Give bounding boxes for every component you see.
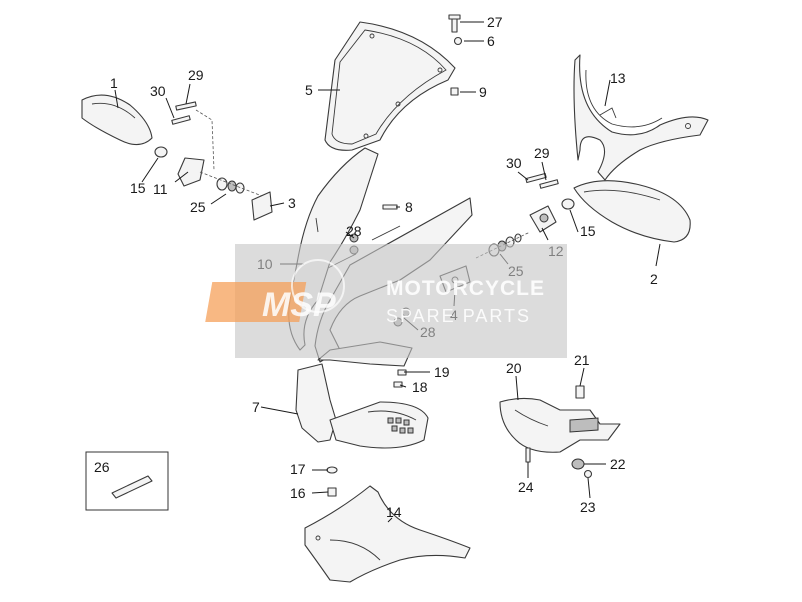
part-bushing-set-25-left: [195, 109, 263, 197]
part-inner-bracket: [295, 363, 429, 449]
part-right-mirror: [573, 180, 691, 243]
part-nut-23: [583, 469, 593, 479]
callout-11: 11: [153, 181, 168, 197]
callout-15-left: 15: [130, 180, 146, 196]
watermark-subtitle: SPARE PARTS: [386, 306, 531, 326]
callout-3: 3: [288, 195, 296, 211]
callout-22: 22: [610, 456, 626, 472]
callout-19: 19: [434, 364, 450, 380]
part-side-support: [499, 397, 621, 453]
part-washer-6: [453, 36, 463, 46]
part-lower-panel: [304, 485, 471, 583]
callout-15-right: 15: [580, 223, 596, 239]
part-front-bracket: [573, 54, 709, 181]
callout-17: 17: [290, 461, 306, 477]
callout-8: 8: [405, 199, 413, 215]
callout-24: 24: [518, 479, 534, 495]
part-clip-21: [575, 385, 585, 399]
part-windscreen: [324, 21, 456, 151]
callout-13: 13: [610, 70, 626, 86]
callout-1: 1: [110, 75, 118, 91]
callout-18: 18: [412, 379, 428, 395]
part-mirror-cap-15b: [561, 198, 575, 210]
part-mirror-bracket-12: [529, 205, 557, 233]
part-screws-29-30-right: [525, 172, 559, 189]
callout-14: 14: [386, 504, 402, 520]
callout-30-left: 30: [150, 83, 166, 99]
callout-29-right: 29: [534, 145, 550, 161]
callout-16: 16: [290, 485, 306, 501]
part-screws-29-30-left: [171, 101, 197, 125]
part-screw-18-19: [393, 369, 407, 388]
part-mirror-cap-15a: [154, 146, 168, 158]
callout-9: 9: [479, 84, 487, 100]
callout-5: 5: [305, 82, 313, 98]
part-washer-17: [326, 466, 338, 474]
part-26-inset: [85, 451, 169, 511]
part-screw-24: [525, 447, 531, 463]
callout-23: 23: [580, 499, 596, 515]
callout-27: 27: [487, 14, 503, 30]
callout-29-left: 29: [188, 67, 204, 83]
callout-21: 21: [574, 352, 590, 368]
part-nut-9: [450, 87, 459, 96]
watermark-title: MOTORCYCLE: [386, 277, 545, 300]
callout-20: 20: [506, 360, 522, 376]
part-screw-8: [382, 204, 398, 210]
callout-28-top: 28: [346, 223, 362, 239]
callout-7: 7: [252, 399, 260, 415]
part-plate-3: [251, 191, 273, 221]
callout-2: 2: [650, 271, 658, 287]
part-screw-16: [327, 487, 337, 497]
callout-6: 6: [487, 33, 495, 49]
callout-26: 26: [94, 459, 110, 475]
callout-30-right: 30: [506, 155, 522, 171]
callout-25-left: 25: [190, 199, 206, 215]
part-screw-27: [448, 14, 461, 33]
part-lamp-grille: [387, 417, 414, 434]
part-rubber-22: [571, 458, 585, 470]
watermark: MSP MOTORCYCLE SPARE PARTS: [205, 244, 567, 358]
part-mirror-bracket-11: [177, 157, 205, 187]
